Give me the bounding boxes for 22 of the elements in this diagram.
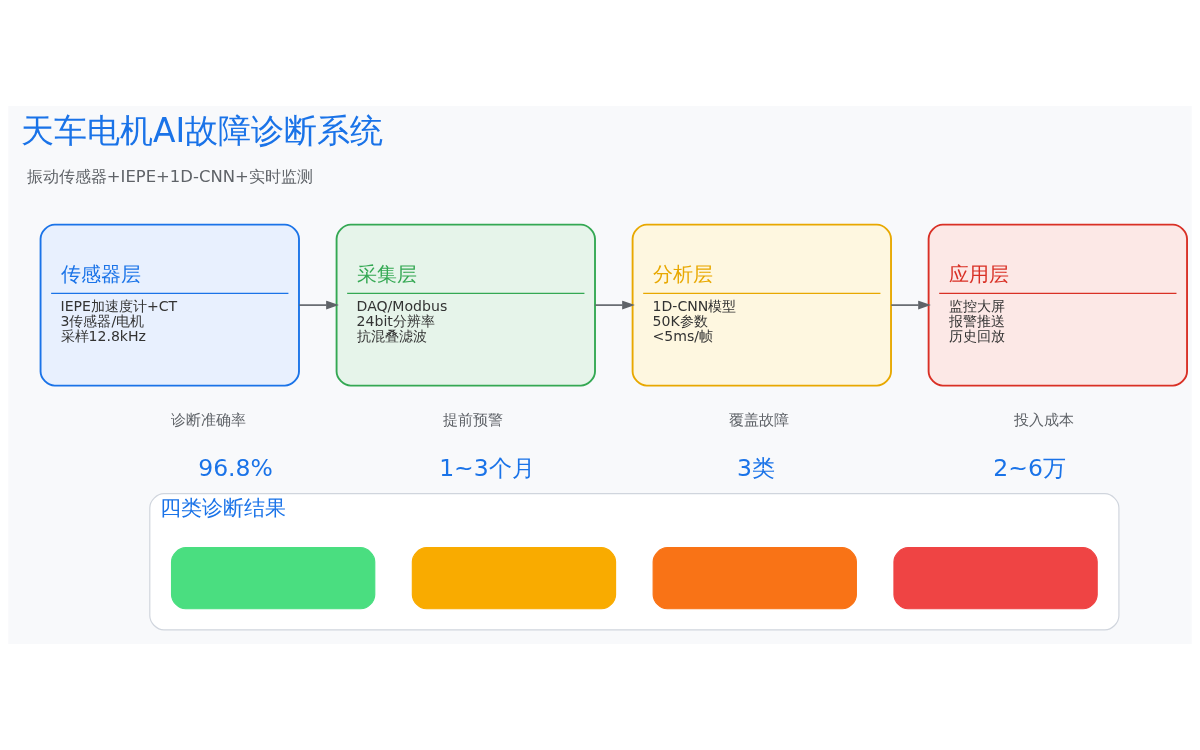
node-box xyxy=(170,547,376,610)
node-box xyxy=(893,547,1098,610)
node-box xyxy=(411,547,617,610)
label: 诊断准确率 xyxy=(171,410,247,429)
node-box: 采集层 DAQ/Modbus 24bit分辨率 抗混叠滤波 xyxy=(335,223,596,387)
node-box: 分析层 1D-CNN模型 50K参数 <5ms/帧 xyxy=(631,223,892,387)
label: 96.8% xyxy=(198,454,273,483)
label: 3类 xyxy=(736,454,775,483)
label: 振动传感器+IEPE+1D-CNN+实时监测 xyxy=(26,167,313,186)
diagram-title: 天车电机AI故障诊断系统 xyxy=(20,110,384,150)
arrow xyxy=(890,300,931,310)
node-box: 应用层 监控大屏 报警推送 历史回放 xyxy=(927,223,1188,387)
cluster: 四类诊断结果 xyxy=(149,493,1120,631)
node-box: 传感器层 IEPE加速度计+CT 3传感器/电机 采样12.8kHz xyxy=(39,223,300,387)
label: 覆盖故障 xyxy=(729,410,790,429)
label: 1~3个月 xyxy=(439,454,535,483)
label: 提前预警 xyxy=(442,410,503,429)
node-box xyxy=(652,547,857,610)
arrow xyxy=(298,300,339,310)
label: 2~6万 xyxy=(993,454,1066,483)
label: 投入成本 xyxy=(1013,410,1074,429)
arrow xyxy=(594,300,635,310)
